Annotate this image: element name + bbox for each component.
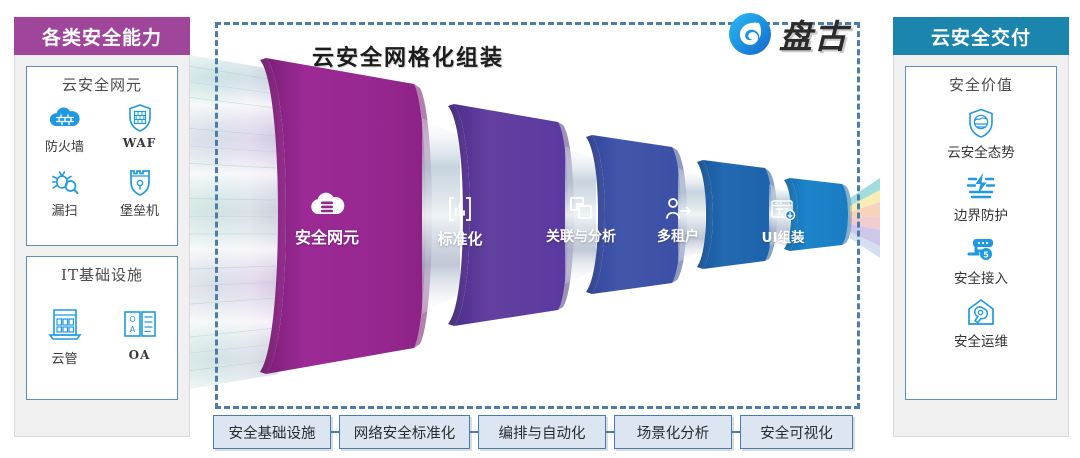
cloud-firewall-icon (48, 103, 82, 133)
funnel-tube-3 (678, 168, 705, 262)
value-item-secure-access[interactable]: 5 安全接入 (954, 233, 1008, 287)
group-title-cloud-security-elements: 云安全网元 (61, 76, 142, 94)
funnel-tube-1 (422, 118, 460, 314)
cloud-security-mesh-region (215, 22, 860, 409)
group-security-value: 安全价值 云安全态势 边界防护 5 (905, 66, 1057, 400)
bottom-chip-row: 安全基础设施 网络安全标准化 编排与自动化 场景化分析 安全可视化 (213, 414, 861, 450)
pangu-logo: 盘古 (728, 10, 849, 58)
chip-label-3: 场景化分析 (636, 425, 710, 442)
left-panel-header-text: 各类安全能力 (41, 26, 162, 49)
fortress-bastion-icon (127, 167, 153, 197)
capability-item-waf[interactable]: WAF (102, 98, 177, 162)
value-label-cloud-posture: 云安全态势 (947, 145, 1015, 160)
value-item-security-ops[interactable]: 安全运维 (954, 296, 1008, 350)
capability-label-waf: WAF (122, 136, 157, 150)
capability-label-vuln-scan: 漏扫 (51, 204, 78, 219)
chip-label-4: 安全可视化 (760, 425, 833, 442)
svg-text:O: O (129, 315, 135, 324)
chip-security-infrastructure[interactable]: 安全基础设施 (213, 415, 331, 449)
value-label-boundary-protection: 边界防护 (954, 208, 1008, 223)
infra-label-cloud-management: 云管 (51, 352, 78, 367)
left-panel-header: 各类安全能力 (14, 17, 190, 55)
pangu-swirl-icon (728, 12, 772, 56)
right-panel-header-text: 云安全交付 (930, 26, 1031, 49)
chip-connector-2 (606, 426, 614, 438)
capability-item-firewall[interactable]: 防火墙 (27, 98, 102, 162)
bug-scan-icon (50, 167, 80, 197)
capability-label-firewall: 防火墙 (44, 140, 84, 155)
infra-label-oa: OA (128, 348, 151, 362)
secure-access-icon: 5 (964, 233, 998, 265)
value-item-cloud-posture[interactable]: 云安全态势 (947, 107, 1015, 161)
boundary-bolt-icon (963, 170, 999, 202)
chip-network-security-standardization[interactable]: 网络安全标准化 (339, 415, 470, 449)
svg-text:A: A (129, 325, 135, 334)
infra-item-cloud-management[interactable]: 云管 (27, 298, 102, 374)
chip-connector-3 (732, 426, 740, 438)
ops-wrench-home-icon (965, 296, 997, 328)
chip-security-visualization[interactable]: 安全可视化 (740, 415, 853, 449)
capability-label-bastion: 堡垒机 (119, 204, 159, 219)
value-label-secure-access: 安全接入 (954, 271, 1008, 286)
chip-label-1: 网络安全标准化 (353, 425, 456, 442)
group-cloud-security-elements: 云安全网元 防火墙 WAF (26, 66, 178, 246)
capability-item-vuln-scan[interactable]: 漏扫 (27, 162, 102, 226)
left-panel: 各类安全能力 云安全网元 防火墙 WAF (14, 17, 190, 437)
capability-item-bastion[interactable]: 堡垒机 (102, 162, 177, 226)
chip-label-2: 编排与自动化 (498, 425, 586, 442)
value-item-boundary-protection[interactable]: 边界防护 (954, 170, 1008, 224)
group-title-it-infrastructure: IT基础设施 (61, 266, 143, 284)
right-panel: 云安全交付 安全价值 云安全态势 边界防护 (893, 17, 1069, 437)
chip-label-0: 安全基础设施 (228, 425, 316, 442)
value-label-security-ops: 安全运维 (954, 334, 1008, 349)
center-title: 云安全网格化组装 (312, 45, 505, 71)
shield-waf-icon (127, 103, 153, 133)
server-rack-icon (45, 303, 85, 345)
svg-text:5: 5 (983, 251, 989, 260)
chip-orchestration-automation[interactable]: 编排与自动化 (478, 415, 606, 449)
pangu-wordmark: 盘古 (779, 17, 849, 56)
shield-situation-icon (966, 107, 996, 139)
chip-connector-1 (470, 426, 478, 438)
group-title-security-value: 安全价值 (948, 76, 1013, 94)
chip-connector-0 (331, 426, 339, 438)
chip-scenario-analysis[interactable]: 场景化分析 (614, 415, 732, 449)
right-panel-header: 云安全交付 (893, 17, 1069, 55)
